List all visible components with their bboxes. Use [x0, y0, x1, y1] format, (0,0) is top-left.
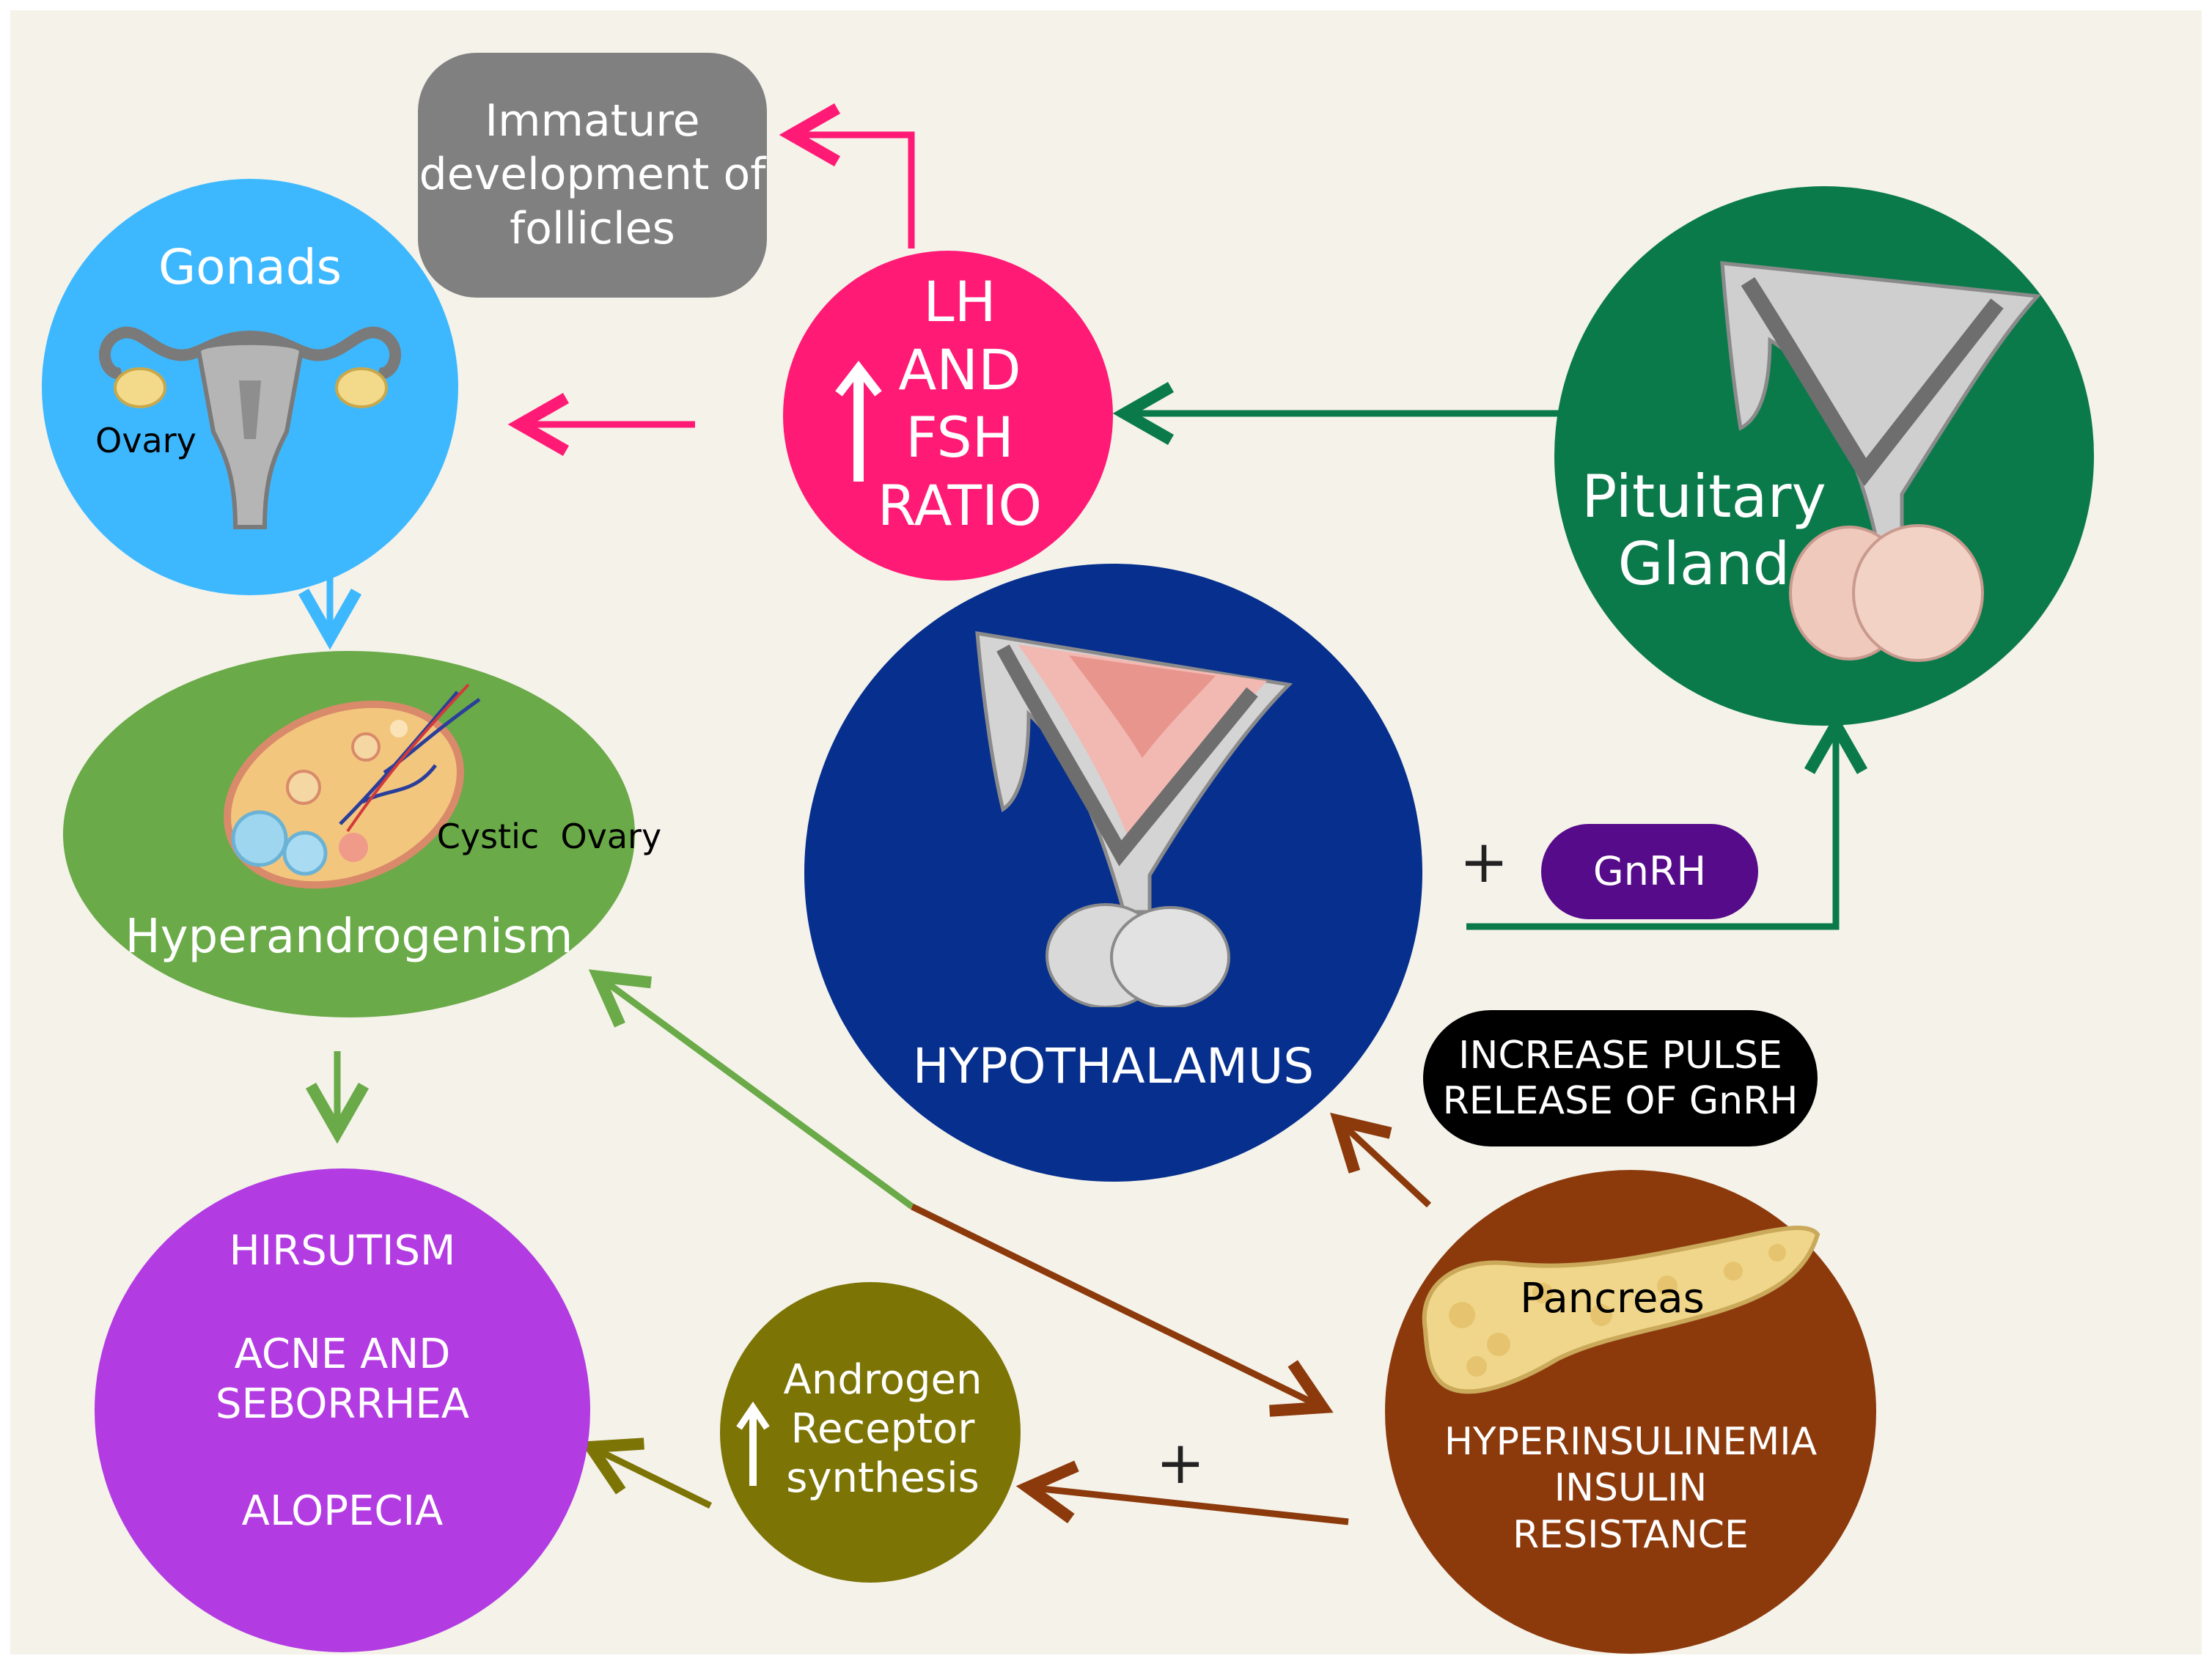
lh-fsh-node	[783, 251, 1113, 581]
androgen-plus-sign: +	[1155, 1429, 1205, 1497]
gnrh-pill: GnRH	[1541, 824, 1758, 919]
immature-follicles-label: Immature development of follicles	[419, 95, 766, 254]
hirsutism-label: HIRSUTISM	[229, 1227, 456, 1275]
gonads-title: Gonads	[158, 239, 342, 295]
arrow-to-hyperandrogenism	[588, 969, 914, 1210]
symptoms-node	[95, 1168, 590, 1652]
pituitary-gland-icon	[1720, 261, 2041, 662]
up-arrow-icon	[835, 361, 882, 482]
arrow-to-insulin	[911, 1203, 1334, 1417]
pituitary-label: Pituitary Gland	[1581, 463, 1826, 598]
immature-follicles-box: Immature development of follicles	[418, 53, 767, 298]
cystic-ovary-icon	[224, 683, 481, 889]
androgen-receptor-label: Androgen Receptor synthesis	[783, 1356, 982, 1503]
up-arrow-icon	[736, 1402, 770, 1486]
acne-seborrhea-label: ACNE AND SEBORRHEA	[215, 1330, 470, 1429]
uterus-ovary-icon	[98, 326, 402, 529]
androgen-receptor-node	[720, 1282, 1021, 1583]
alopecia-label: ALOPECIA	[241, 1487, 444, 1535]
hypothalamus-label: HYPOTHALAMUS	[912, 1038, 1315, 1094]
diagram-canvas: Immature development of follicles Gonads…	[10, 10, 2202, 1654]
pulse-release-label: INCREASE PULSE RELEASE OF GnRH	[1442, 1033, 1798, 1123]
insulin-resistance-label: HYPERINSULINEMIA INSULIN RESISTANCE	[1444, 1420, 1818, 1557]
cystic-ovary-label: Cystic Ovary	[436, 817, 662, 856]
gnrh-plus-sign: +	[1459, 828, 1509, 896]
arrow-insulin-to-hypothalamus	[1330, 1112, 1432, 1208]
lh-fsh-label: LH AND FSH RATIO	[877, 269, 1043, 539]
arrow-lhfsh-to-immature	[779, 103, 915, 249]
ovary-label: Ovary	[95, 421, 196, 460]
gnrh-label: GnRH	[1592, 848, 1707, 895]
arrow-hypothalamus-to-pituitary	[1466, 713, 1868, 930]
arrow-insulin-to-androgen	[1015, 1460, 1349, 1525]
hyperandrogenism-label: Hyperandrogenism	[125, 910, 573, 964]
pancreas-label: Pancreas	[1520, 1275, 1705, 1322]
arrow-androgen-to-symptoms	[580, 1437, 712, 1509]
pancreas-icon	[1422, 1226, 1820, 1394]
pulse-release-pill: INCREASE PULSE RELEASE OF GnRH	[1423, 1010, 1818, 1146]
hypothalamus-icon	[975, 631, 1293, 1007]
connector-layer	[298, 103, 1868, 1525]
